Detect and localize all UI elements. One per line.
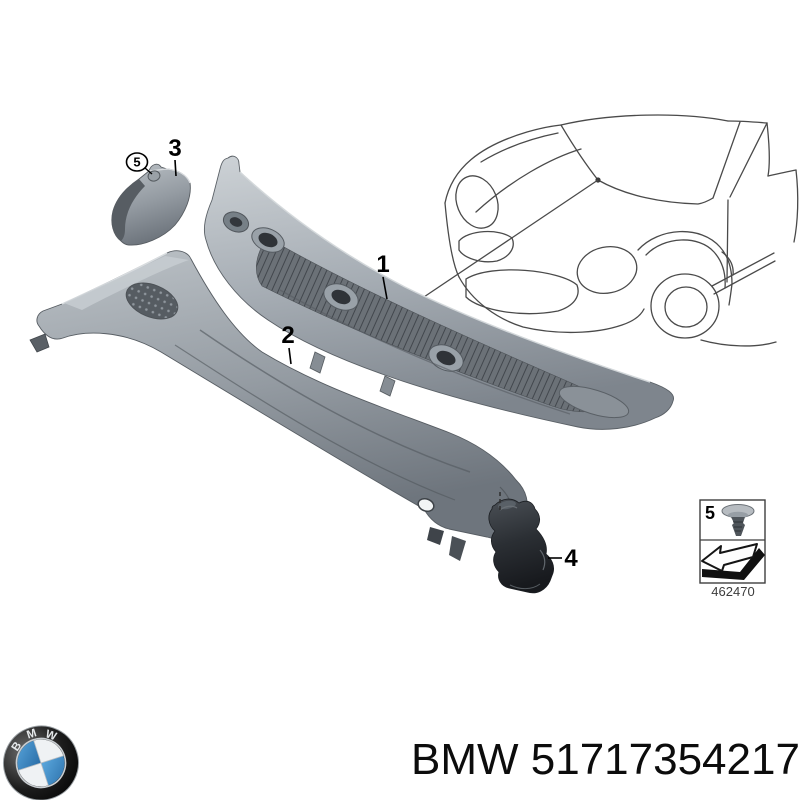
vehicle-outline-sketch xyxy=(444,114,799,347)
pointer-line-to-part-1 xyxy=(411,177,601,306)
callout-3-line xyxy=(174,159,177,177)
fastener-box-number: 5 xyxy=(705,503,715,523)
cowl-drain-hole xyxy=(417,497,435,513)
callout-4-label: 4 xyxy=(564,545,578,572)
roundel-letter-m: M xyxy=(25,727,38,741)
cowl-panel-lower-part-2 xyxy=(29,250,528,561)
callout-5-label: 5 xyxy=(133,155,140,170)
callout-3-label: 3 xyxy=(168,135,181,162)
corner-cover-part-3 xyxy=(111,163,191,246)
callout-5-circled: 5 xyxy=(125,152,153,175)
fastener-legend-box: 5 462470 xyxy=(699,499,766,599)
push-clip-icon xyxy=(721,504,755,536)
callouts: 1 2 3 4 5 xyxy=(125,135,578,572)
callout-5-line xyxy=(144,167,153,175)
callout-1-label: 1 xyxy=(376,251,389,278)
catalog-code: 462470 xyxy=(711,584,754,599)
bmw-roundel-logo: B M W xyxy=(3,725,79,800)
footer-part-number: BMW 51717354217 xyxy=(411,735,800,784)
cowl-dot-texture xyxy=(125,282,179,320)
callout-2-line xyxy=(288,347,292,365)
arrow-down-left-icon xyxy=(701,543,765,580)
cowl-panel-upper-part-1 xyxy=(203,155,675,430)
callout-1-line xyxy=(382,276,388,300)
roundel-letter-w: W xyxy=(44,728,58,743)
drain-duct-part-4 xyxy=(488,498,554,594)
callout-2-label: 2 xyxy=(281,322,294,349)
